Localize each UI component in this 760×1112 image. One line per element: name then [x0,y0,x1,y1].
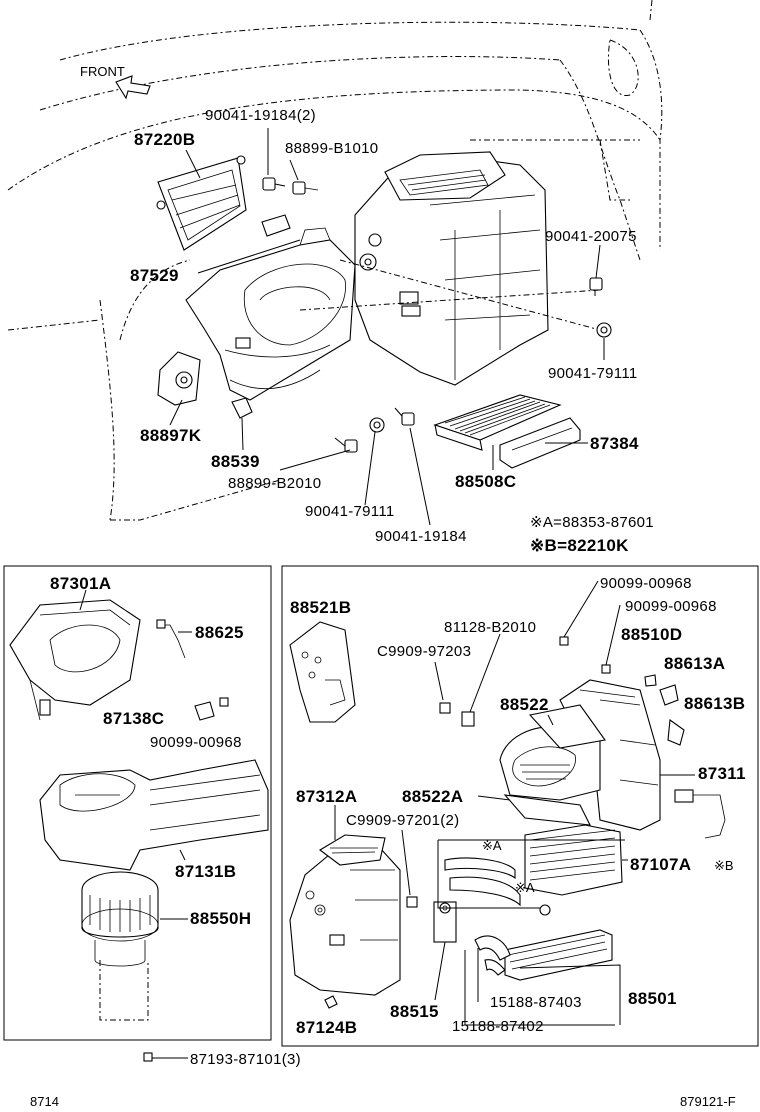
label-87107A: 87107A [630,855,691,874]
sensor-88539-part [231,397,253,419]
screw-icon [406,896,418,908]
mark-b: ※B [714,858,734,873]
label-87193-87101-3: 87193-87101(3) [190,1051,301,1068]
label-87529: 87529 [130,266,179,285]
label-88613A: 88613A [664,654,725,673]
duct-87220B-part [156,155,247,251]
label-90041-19184-2: 90041-19184(2) [205,107,316,124]
note-b: ※B=82210K [530,536,629,555]
label-88508C: 88508C [455,472,516,491]
seal-88521B-part [289,621,356,723]
label-88625: 88625 [195,623,244,642]
lower-case-87131B-part [39,759,269,871]
screw-icon [334,437,358,453]
clip-88613A-part [659,684,679,706]
plate-87529-part [261,214,291,237]
bolt-icon [589,277,603,296]
filter-cover-87384-part [499,417,581,469]
screw-icon [262,177,286,191]
footer-right: 879121-F [680,1094,736,1109]
label-90099-00968-r2: 90099-00968 [625,598,717,615]
blower-case-87301A-part [9,599,141,721]
label-87384: 87384 [590,434,639,453]
heater-radiator-88501-part [474,929,613,981]
nut-icon [596,322,612,338]
label-88897K: 88897K [140,426,202,445]
screw-icon [143,1052,153,1062]
label-90099-00968-left: 90099-00968 [150,734,242,751]
label-C9909-97203: C9909-97203 [377,643,471,660]
label-90041-79111-top: 90041-79111 [548,365,638,382]
grommet-88897K-part [157,351,201,406]
screw-icon [601,664,611,674]
label-88522: 88522 [500,695,549,714]
label-88515: 88515 [390,1002,439,1021]
blower-housing-part [185,227,356,401]
label-90099-00968-r1: 90099-00968 [600,575,692,592]
label-88550H: 88550H [190,909,251,928]
label-87138C: 87138C [103,709,164,728]
label-15188-87402: 15188-87402 [452,1018,544,1035]
label-87312A: 87312A [296,787,357,806]
label-88501: 88501 [628,989,677,1008]
label-90041-20075: 90041-20075 [545,228,637,245]
label-87301A: 87301A [50,574,111,593]
label-87131B: 87131B [175,862,236,881]
heater-core-87107A-part [444,824,623,916]
label-90041-79111-bottom: 90041-79111 [305,503,395,520]
label-81128-B2010: 81128-B2010 [444,619,536,636]
label-88613B: 88613B [684,694,745,713]
clip-88510D-part [644,674,657,687]
label-88899-B1010: 88899-B1010 [285,140,378,157]
case-87312A-part [289,834,401,996]
blower-fan-88550H-part [81,871,159,1021]
nut-icon [369,417,385,433]
clip-88613B-part [667,719,685,746]
label-88510D: 88510D [621,625,682,644]
label-87124B: 87124B [296,1018,357,1037]
label-88522A: 88522A [402,787,463,806]
resistor-87138C-part [194,697,229,721]
screw-icon [394,407,415,426]
clip-81128-B2010-part [461,711,475,727]
screw-icon [439,702,451,714]
label-87311: 87311 [698,764,746,783]
mark-a-2: ※A [515,880,535,895]
right-detail-box [281,565,759,1047]
heater-unit-assembly [354,151,549,386]
label-88521B: 88521B [290,598,351,617]
evaporator-88508C-part [433,394,562,451]
screw-icon [559,636,569,646]
evaporator-88522-part [499,704,606,801]
front-label: FRONT [80,64,125,79]
footer-left: 8714 [30,1094,59,1109]
front-arrow-icon [115,75,151,100]
note-a: ※A=88353-87601 [530,514,654,531]
label-87220B: 87220B [134,130,195,149]
left-detail-box [3,565,272,1041]
label-C9909-97201-2: C9909-97201(2) [346,812,459,829]
dashboard-outline [7,0,663,521]
label-15188-87403: 15188-87403 [490,994,582,1011]
clip-87124B-part [324,995,338,1009]
wire-harness-part [674,789,726,839]
label-90041-19184: 90041-19184 [375,528,467,545]
label-88899-B2010: 88899-B2010 [228,475,321,492]
seal-88522A-part [503,794,591,826]
label-88539: 88539 [211,452,260,471]
wire-88625-part [156,619,186,659]
bolt-icon [292,181,319,195]
mark-a-1: ※A [482,838,502,853]
